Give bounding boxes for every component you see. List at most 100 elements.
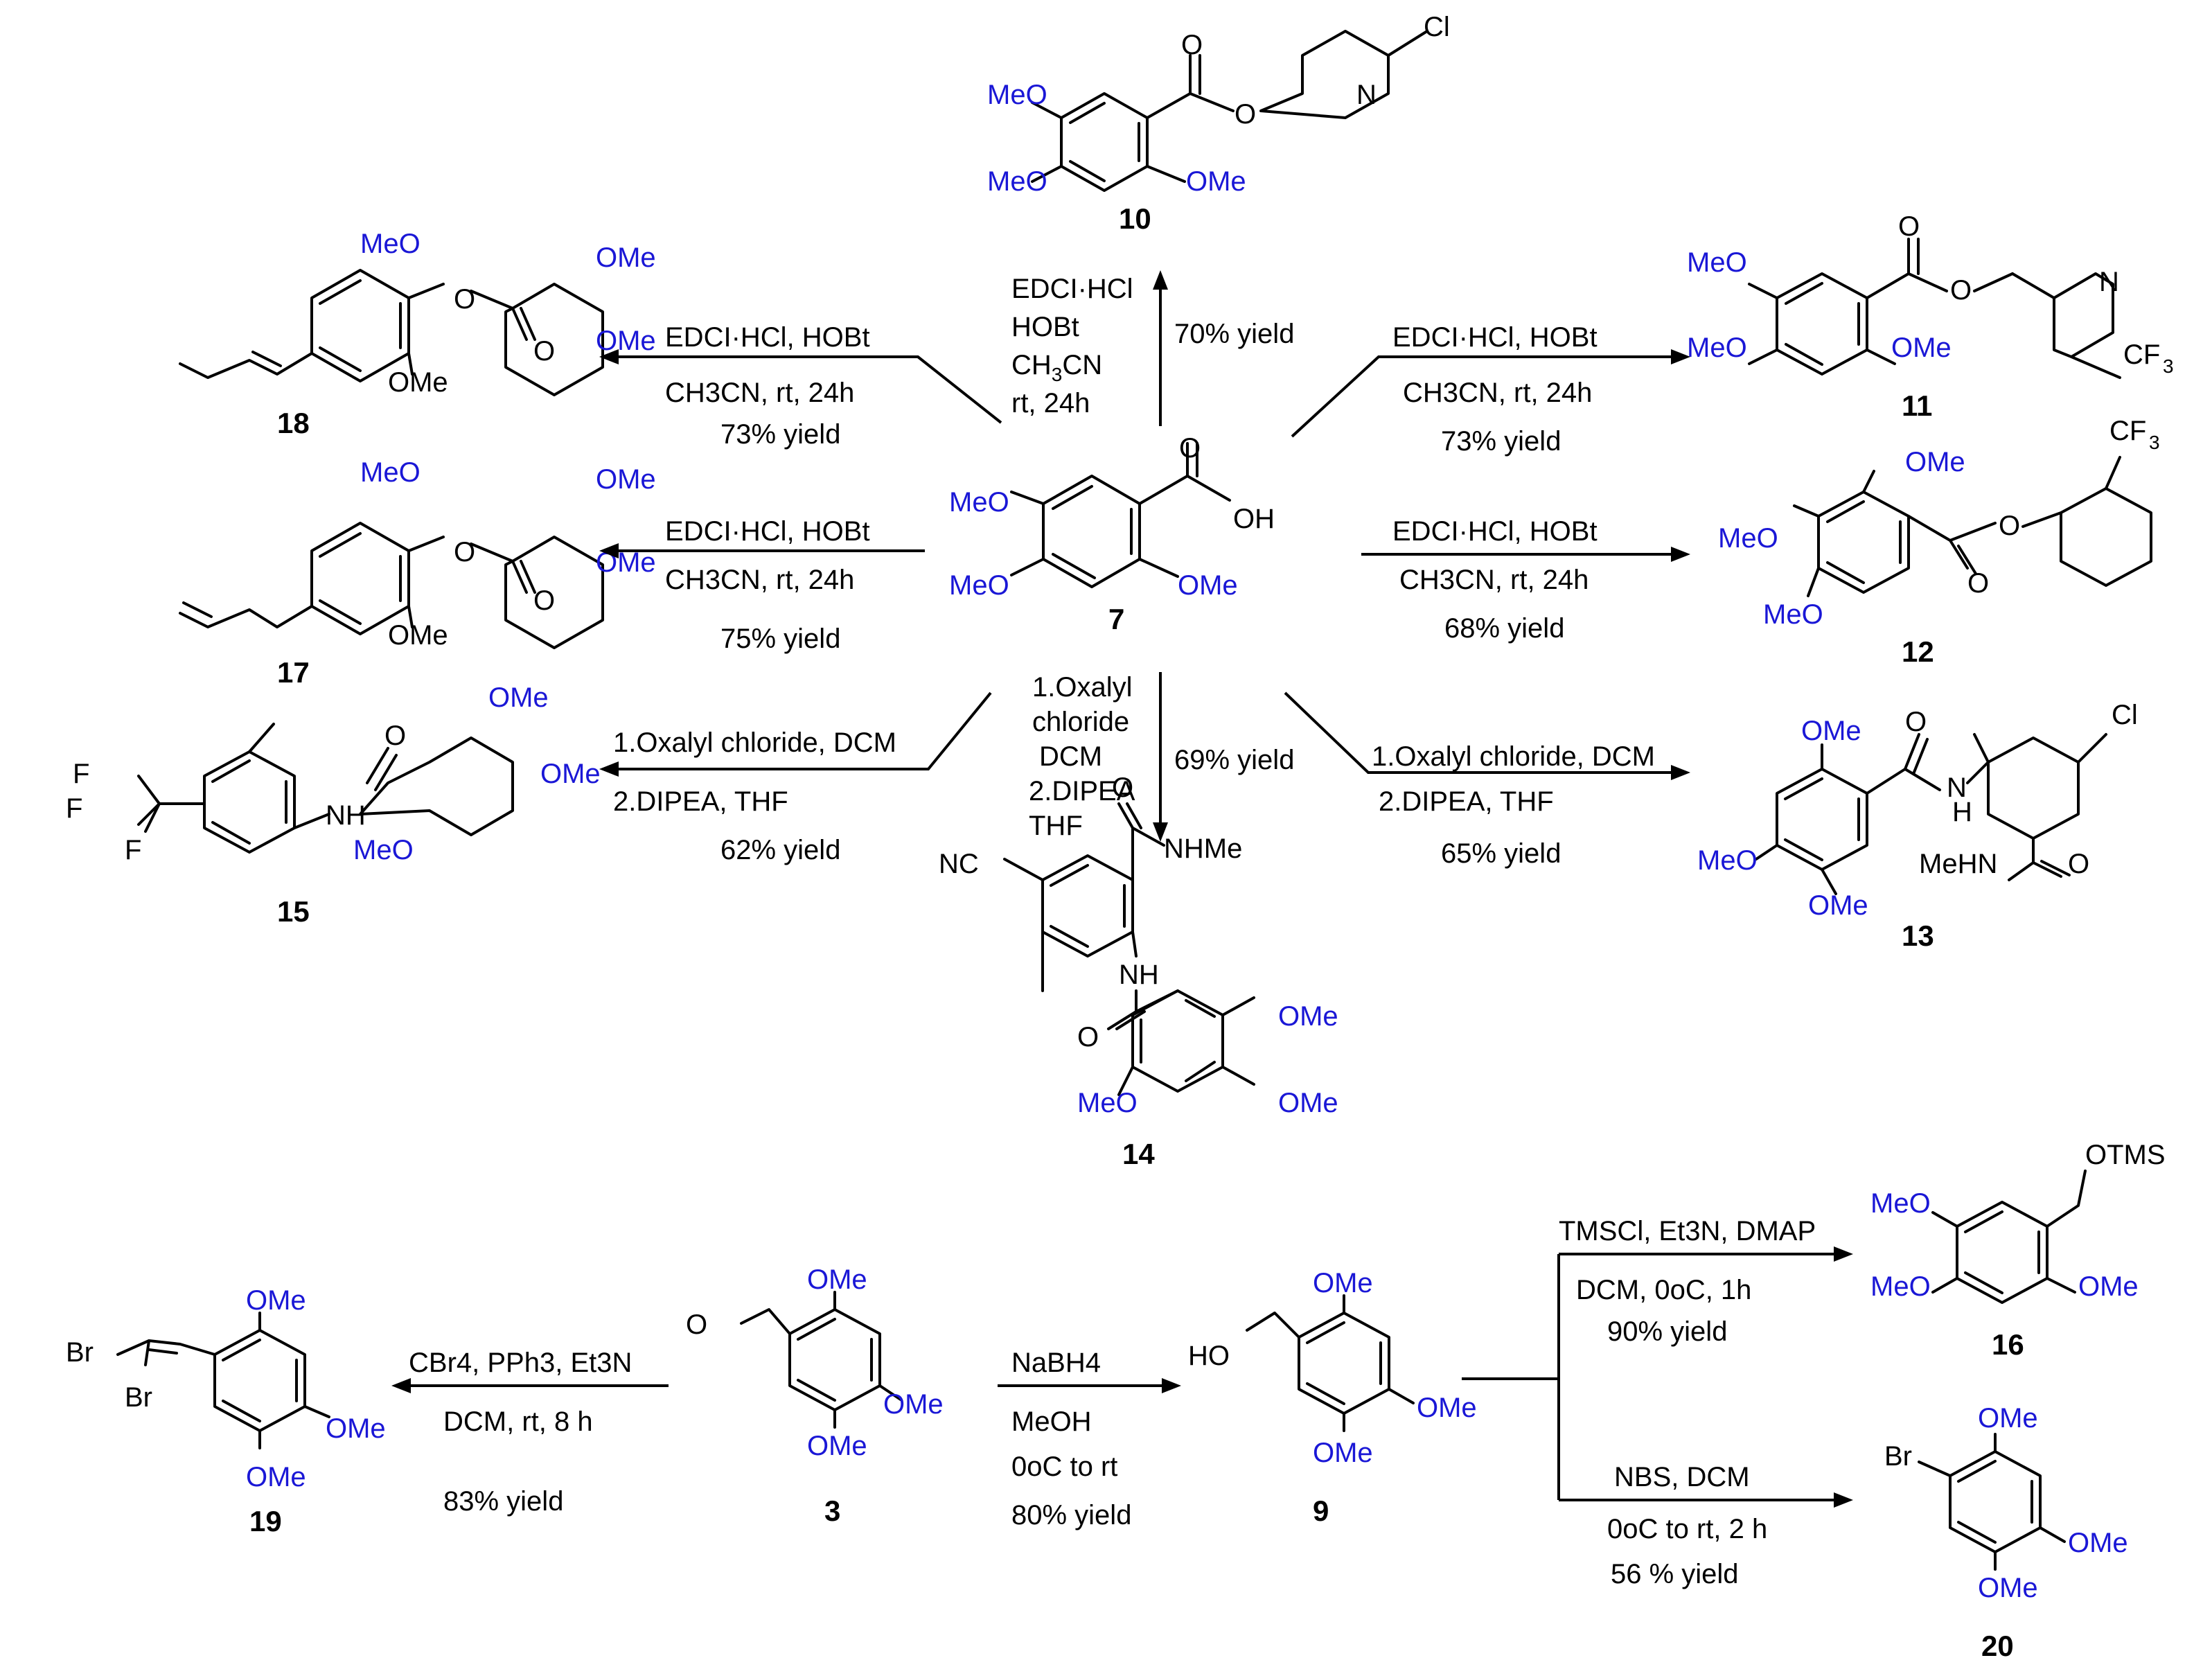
yield-text: 73% yield [720,419,840,450]
compound-label-10: 10 [1119,202,1151,235]
compound-label-15: 15 [277,895,310,928]
compound-label-17: 17 [277,656,310,689]
atom-o: O [1112,773,1133,803]
compound-label-3: 3 [824,1494,840,1527]
conditions-to-10: EDCI·HCl HOBt CH3CN rt, 24h 70% yield [1011,274,1294,418]
atom-br: Br [1884,1441,1912,1472]
atom-o: O [454,284,475,315]
atom-ho: HO [1188,1341,1230,1371]
ome-label: OMe [2068,1528,2128,1558]
yield-text: 68% yield [1444,613,1564,644]
condition-text: DCM, rt, 8 h [443,1406,593,1437]
f3c-label: F [73,759,89,789]
yield-text: 73% yield [1441,426,1561,457]
condition-text: 2.DIPEA [1029,776,1135,806]
ome-label: OMe [1801,716,1861,746]
compound-label-11: 11 [1902,389,1932,422]
atom-cl: Cl [1424,12,1450,42]
condition-text: 1.Oxalyl [1032,672,1133,703]
condition-text: 1.Oxalyl chloride, DCM [1372,741,1655,772]
condition-text: CH3CN [1011,350,1102,385]
yield-text: 56 % yield [1611,1559,1739,1589]
atom-o: O [384,721,406,751]
atom-o: O [2068,849,2089,879]
atom-cl: Cl [2112,700,2138,730]
yield-text: 80% yield [1011,1500,1131,1531]
condition-text: HOBt [1011,312,1079,342]
atom-o: O [533,336,555,367]
cf3-label: CF [2123,339,2160,370]
compound-label-12: 12 [1902,635,1934,668]
compound-label-7: 7 [1108,603,1124,635]
condition-text: 0oC to rt [1011,1452,1117,1482]
compound-label-14: 14 [1122,1138,1155,1170]
ome-label: OMe [1186,166,1246,197]
conditions-to-16: TMSCl, Et3N, DMAP DCM, 0oC, 1h 90% yield [1559,1216,1816,1347]
condition-text: 1.Oxalyl chloride, DCM [613,727,896,758]
f3c-label: F [66,793,82,824]
condition-text: DCM [1039,741,1102,772]
yield-text: 65% yield [1441,838,1561,869]
yield-text: 83% yield [443,1486,563,1517]
yield-text: 70% yield [1174,319,1294,349]
meo-label: MeO [949,487,1009,518]
ome-label: OMe [596,326,656,356]
compound-3: O OMe OMe OMe 3 [686,1264,944,1527]
condition-text: chloride [1032,707,1129,737]
compound-7: O OH MeO MeO OMe 7 [949,433,1275,635]
ome-label: OMe [246,1285,306,1316]
conditions-to-18: EDCI·HCl, HOBt CH3CN, rt, 24h 73% yield [665,322,870,450]
ome-label: OMe [1891,333,1952,363]
ome-label: OMe [596,464,656,495]
yield-text: 90% yield [1607,1316,1727,1347]
condition-text: CH3CN, rt, 24h [665,378,854,408]
atom-o: O [1950,275,1972,306]
compound-16: OTMS MeO MeO OMe 16 [1870,1140,2166,1361]
ome-label: OMe [1978,1403,2038,1434]
atom-o: O [454,537,475,567]
atom-br: Br [125,1382,152,1413]
ome-label: OMe [1978,1573,2038,1603]
ome-label: OMe [883,1389,944,1420]
atom-n: N [2099,267,2119,297]
ome-label: OMe [388,367,448,398]
condition-text: EDCI·HCl, HOBt [665,322,870,353]
yield-text: 69% yield [1174,745,1294,775]
condition-text: 0oC to rt, 2 h [1607,1514,1767,1544]
meo-label: MeO [1697,845,1758,876]
ome-label: OMe [807,1431,867,1461]
compound-13: O N H Cl MeHN O OMe MeO OMe 13 [1697,700,2138,952]
compound-15: F F F NH O OMe OMe MeO 15 [66,682,601,928]
meo-label: MeO [987,80,1047,110]
ome-label: OMe [540,759,601,789]
ome-label: OMe [2078,1271,2139,1302]
atom-n: N [1356,80,1377,110]
arrows [391,270,1853,1508]
cf3-label: CF [2109,416,2146,446]
conditions-to-20: NBS, DCM 0oC to rt, 2 h 56 % yield [1607,1462,1767,1589]
yield-text: 75% yield [720,624,840,654]
condition-text: CH3CN, rt, 24h [665,565,854,595]
meo-label: MeO [353,835,414,865]
meo-label: MeO [949,570,1009,601]
subscript: 3 [2163,355,2174,377]
compound-label-18: 18 [277,407,310,439]
condition-text: 2.DIPEA, THF [1379,786,1554,817]
ome-label: OMe [1313,1268,1373,1298]
otms-label: OTMS [2085,1140,2166,1170]
ome-label: OMe [1905,447,1965,477]
ome-label: OMe [807,1264,867,1295]
atom-nc: NC [939,849,979,879]
conditions-to-11: EDCI·HCl, HOBt CH3CN, rt, 24h 73% yield [1392,322,1598,457]
condition-text: CH3CN, rt, 24h [1403,378,1592,408]
ome-label: OMe [596,242,656,273]
meo-label: MeO [1763,599,1823,630]
conditions-to-15: 1.Oxalyl chloride, DCM 2.DIPEA, THF 62% … [613,727,896,865]
atom-nh: NH [326,800,366,831]
compound-10: O O N Cl MeO MeO OMe 10 [987,12,1450,235]
ome-label: OMe [1808,890,1868,921]
atom-o: O [1235,99,1256,130]
condition-text: EDCI·HCl, HOBt [1392,516,1598,547]
conditions-to-9: NaBH4 MeOH 0oC to rt 80% yield [1011,1348,1131,1531]
